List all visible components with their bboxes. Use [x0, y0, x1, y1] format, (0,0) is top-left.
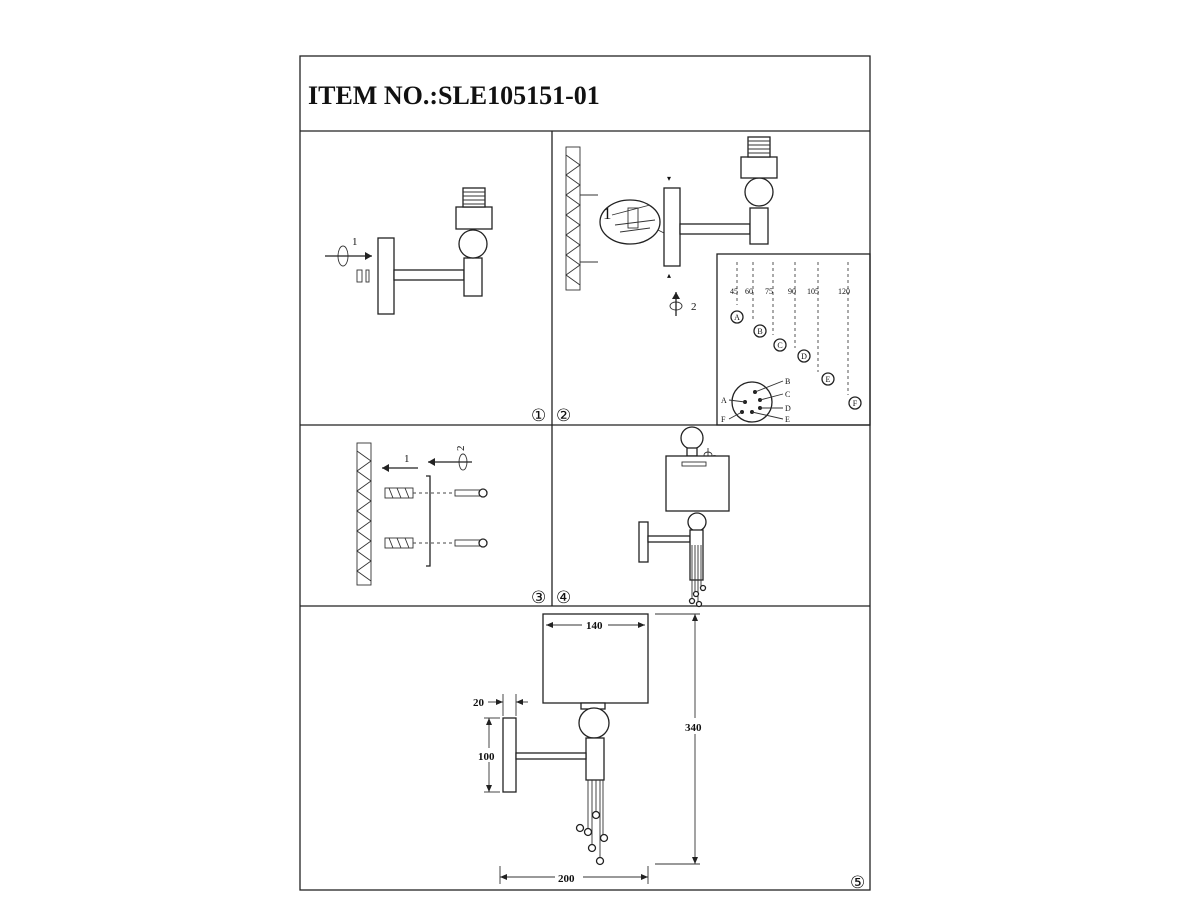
rosette-letter-e: E: [785, 415, 790, 424]
rosette-letter-a: A: [721, 396, 727, 405]
step-number-2: ②: [556, 406, 571, 425]
step-3-arrow-1-label: 1: [404, 453, 410, 465]
rotate-arrow-2-icon: [428, 453, 472, 471]
dimension-line-total-height: [655, 613, 700, 865]
strand-letter-a: A: [734, 313, 740, 322]
strand-letter-f: F: [853, 399, 858, 408]
rotate-arrow-2-icon: [669, 292, 683, 316]
step-3-panel: 1 2 ③: [356, 442, 546, 607]
rosette-letter-b: B: [785, 377, 790, 386]
nut-icon: [356, 269, 370, 283]
screw-mark-top: ▾: [667, 174, 671, 183]
strand-length-chart: 45 60 75 90 105 120 A B C D E F: [716, 253, 871, 426]
strand-letter-c: C: [777, 341, 782, 350]
rosette-letter-f: F: [721, 415, 726, 424]
item-number-title: ITEM NO.:SLE105151-01: [308, 81, 600, 110]
detail-label-1: 1: [603, 204, 612, 223]
rosette-letter-c: C: [785, 390, 790, 399]
dimension-plate-height: 100: [478, 751, 495, 763]
step-4-panel: 2 ④: [556, 426, 730, 608]
strand-length-105: 105: [807, 287, 819, 296]
dimension-total-height: 340: [685, 722, 702, 734]
strand-rosette: [728, 380, 784, 423]
step-1-arrow-label: 1: [352, 236, 358, 248]
strand-length-90: 90: [788, 287, 796, 296]
dimension-line-plate-depth: [488, 694, 528, 716]
step-3-arrow-2-label: 2: [455, 446, 467, 452]
rosette-letter-d: D: [785, 404, 791, 413]
drawing-frame: [299, 55, 871, 891]
rotate-arrow-icon: [325, 245, 372, 267]
mounting-bracket: [426, 475, 431, 567]
step-2-arrow-label: 2: [691, 301, 697, 313]
fixture-step-2: [663, 136, 778, 267]
step-1-panel: 1 ①: [325, 187, 546, 425]
step-5-panel: 140 340 20 100: [473, 613, 865, 892]
crystal-strip-icon: [356, 442, 372, 586]
strand-letter-e: E: [826, 375, 831, 384]
strand-letter-b: B: [757, 327, 762, 336]
dimension-shade-width: 140: [586, 620, 603, 632]
step-number-4: ④: [556, 588, 571, 607]
fixture-dimension-view: [502, 613, 649, 866]
light-bulb-icon: [680, 426, 704, 457]
screw-icon: [454, 488, 488, 548]
step-number-5: ⑤: [850, 873, 865, 892]
strand-letter-d: D: [801, 352, 807, 361]
fixture-step-4: [638, 455, 730, 608]
dimension-projection: 200: [558, 873, 575, 885]
crystal-strip-icon: [565, 146, 581, 291]
step-number-1: ①: [531, 406, 546, 425]
wall-anchor-icon: [384, 487, 414, 549]
screw-mark-bottom: ▴: [667, 271, 671, 280]
step-2-panel: 1 ▾ ▴ 2 45: [556, 136, 871, 426]
fixture-step-1: [377, 187, 493, 315]
strand-length-45: 45: [730, 287, 738, 296]
strand-length-60: 60: [745, 287, 753, 296]
strand-length-75: 75: [765, 287, 773, 296]
strand-length-120: 120: [838, 287, 850, 296]
dimension-plate-depth: 20: [473, 697, 485, 709]
step-number-3: ③: [531, 588, 546, 607]
